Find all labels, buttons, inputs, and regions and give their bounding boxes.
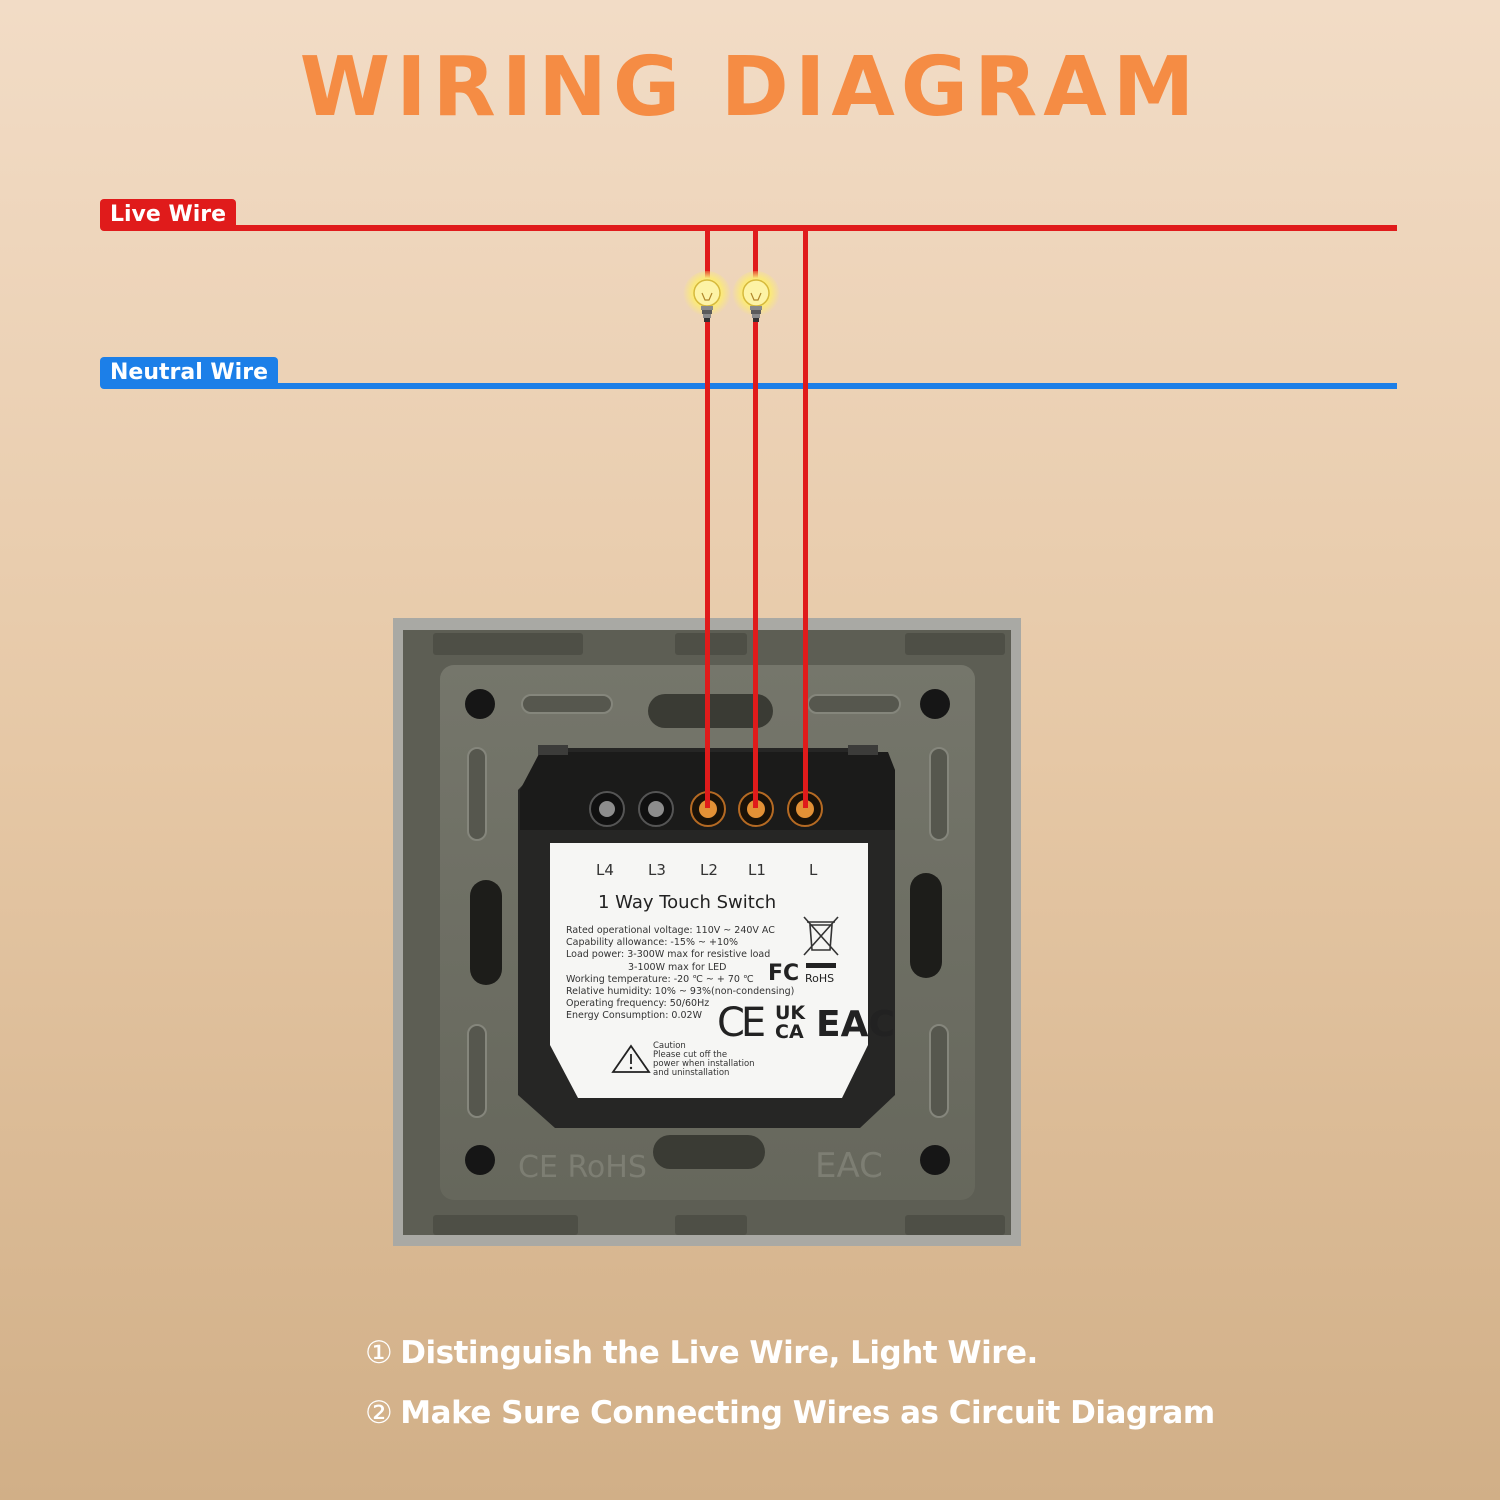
light-bulb-icon [683, 271, 731, 322]
caution-text: Caution [653, 1041, 686, 1051]
mount-hole [465, 689, 495, 719]
embossed-eac: EAC [815, 1146, 883, 1186]
rohs-mark: RoHS [805, 972, 834, 985]
spec-line: 3-100W max for LED [628, 962, 726, 973]
live-wire-label: Live Wire [100, 199, 237, 231]
load-wire-l1 [753, 230, 758, 808]
spec-line: Energy Consumption: 0.02W [566, 1010, 703, 1021]
spec-line: Operating frequency: 50/60Hz [566, 998, 709, 1009]
spec-label-card [550, 843, 868, 1098]
ukca-mark-uk: UK [775, 1002, 806, 1024]
neutral-wire [255, 383, 1397, 389]
embossed-ce-rohs: CE RoHS [518, 1150, 647, 1185]
live-feed-wire-l [803, 230, 808, 808]
ce-mark: CE [717, 1000, 764, 1046]
caution-text: and uninstallation [653, 1068, 729, 1078]
step-text: Make Sure Connecting Wires as Circuit Di… [400, 1395, 1215, 1431]
spec-line: Capability allowance: -15% ~ +10% [566, 937, 738, 948]
live-wire [215, 225, 1397, 231]
caution-text: power when installation [653, 1059, 755, 1069]
terminal-label: L2 [700, 861, 718, 879]
step-text: Distinguish the Live Wire, Light Wire. [400, 1335, 1038, 1371]
spec-line: Rated operational voltage: 110V ~ 240V A… [566, 925, 775, 936]
diagram-title: WIRING DIAGRAM [299, 40, 1201, 135]
neutral-wire-label: Neutral Wire [100, 357, 278, 389]
terminal-label: L [809, 861, 818, 879]
ukca-mark-ca: CA [775, 1021, 804, 1043]
caution-text: Please cut off the [653, 1050, 727, 1060]
terminal-label: L4 [596, 861, 614, 879]
terminal-label: L1 [748, 861, 766, 879]
step-number: ① [365, 1335, 393, 1371]
eac-mark: EAC [816, 1004, 895, 1045]
switch-name: 1 Way Touch Switch [598, 892, 776, 913]
step-number: ② [365, 1395, 393, 1431]
terminal-label: L3 [648, 861, 666, 879]
caution-warning-icon [611, 1044, 651, 1073]
mount-hole [920, 1145, 950, 1175]
light-bulb-icon [732, 271, 780, 322]
spec-line: Working temperature: -20 ℃ ~ + 70 ℃ [566, 974, 754, 985]
mount-hole [920, 689, 950, 719]
spec-line: Relative humidity: 10% ~ 93%(non-condens… [566, 986, 794, 997]
mount-hole [465, 1145, 495, 1175]
spec-line: Load power: 3-300W max for resistive loa… [566, 949, 770, 960]
weee-bin-icon [803, 916, 839, 956]
terminal-block [589, 791, 823, 827]
load-wire-l2 [705, 230, 710, 808]
fcc-mark: FC [768, 961, 799, 986]
